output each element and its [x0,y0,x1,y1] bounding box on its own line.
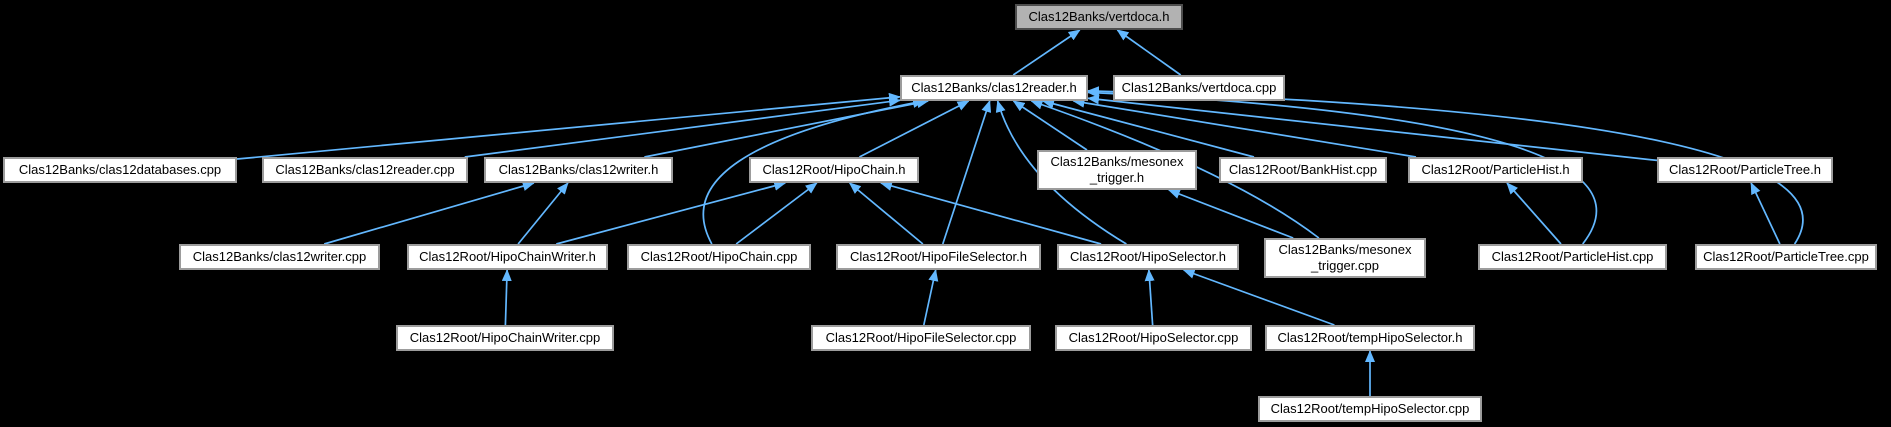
edge-particletree-cpp-to-particletree-h [1750,182,1781,245]
graph-node-hiposelector-h[interactable]: Clas12Root/HipoSelector.h [1057,244,1239,270]
graph-node-mesonex-trigger-cpp[interactable]: Clas12Banks/mesonex _trigger.cpp [1264,238,1426,278]
edge-hiposelector-h-to-hipochain-h [879,181,1102,245]
graph-node-clas12reader-h[interactable]: Clas12Banks/clas12reader.h [900,75,1088,101]
edge-clas12reader-h-to-vertdoca-h [1012,29,1081,76]
graph-node-hiposelector-cpp[interactable]: Clas12Root/HipoSelector.cpp [1055,325,1252,351]
graph-node-clas12reader-cpp[interactable]: Clas12Banks/clas12reader.cpp [262,157,468,183]
graph-node-temphiposelector-cpp[interactable]: Clas12Root/tempHipoSelector.cpp [1258,396,1482,422]
edge-mesonex-trigger-cpp-to-clas12reader-h [1030,99,1320,239]
edge-particletree-h-to-clas12reader-h [1087,94,1658,162]
graph-node-vertdoca-cpp[interactable]: Clas12Banks/vertdoca.cpp [1113,75,1285,101]
edge-particlehist-cpp-to-clas12reader-h [1087,87,1598,245]
edge-particlehist-h-to-clas12reader-h [1072,97,1417,158]
graph-node-mesonex-trigger-h[interactable]: Clas12Banks/mesonex _trigger.h [1037,150,1197,190]
edge-hipochainwriter-h-to-clas12writer-h [517,182,569,245]
edge-hipofileselector-cpp-to-hipofileselector-h [922,269,939,326]
edge-hipochain-cpp-to-hipochain-h [735,182,818,245]
graph-node-clas12databases-cpp[interactable]: Clas12Banks/clas12databases.cpp [3,157,237,183]
edge-hipochain-cpp-to-clas12reader-h [702,98,925,245]
graph-node-hipofileselector-cpp[interactable]: Clas12Root/HipoFileSelector.cpp [811,325,1031,351]
edge-hipochainwriter-cpp-to-hipochainwriter-h [501,269,512,326]
graph-node-particletree-h[interactable]: Clas12Root/ParticleTree.h [1657,157,1833,183]
edge-mesonex-trigger-cpp-to-mesonex-trigger-h [1167,189,1294,239]
graph-node-bankhist-cpp[interactable]: Clas12Root/BankHist.cpp [1219,157,1387,183]
edge-particletree-cpp-to-clas12reader-h [1087,86,1804,245]
graph-node-particlehist-h[interactable]: Clas12Root/ParticleHist.h [1408,157,1583,183]
edge-temphiposelector-h-to-hiposelector-h [1182,269,1335,326]
graph-node-particlehist-cpp[interactable]: Clas12Root/ParticleHist.cpp [1478,244,1667,270]
edge-clas12writer-cpp-to-clas12writer-h [323,181,535,245]
graph-node-vertdoca-h[interactable]: Clas12Banks/vertdoca.h [1015,4,1183,30]
edge-mesonex-trigger-h-to-clas12reader-h [1012,100,1088,151]
edge-bankhist-cpp-to-clas12reader-h [1042,98,1255,158]
graph-node-clas12writer-h[interactable]: Clas12Banks/clas12writer.h [484,157,673,183]
graph-node-hipofileselector-h[interactable]: Clas12Root/HipoFileSelector.h [836,244,1041,270]
edge-clas12reader-cpp-to-clas12reader-h [464,96,901,158]
edge-hiposelector-cpp-to-hiposelector-h [1144,269,1155,326]
edge-particlehist-cpp-to-particlehist-h [1506,182,1562,245]
graph-node-hipochainwriter-h[interactable]: Clas12Root/HipoChainWriter.h [407,244,608,270]
graph-node-particletree-cpp[interactable]: Clas12Root/ParticleTree.cpp [1695,244,1877,270]
edge-hipofileselector-h-to-hipochain-h [848,182,924,245]
graph-node-clas12writer-cpp[interactable]: Clas12Banks/clas12writer.cpp [179,244,380,270]
graph-node-hipochain-cpp[interactable]: Clas12Root/HipoChain.cpp [627,244,811,270]
edge-clas12databases-cpp-to-clas12reader-h [236,92,901,160]
graph-node-hipochain-h[interactable]: Clas12Root/HipoChain.h [749,157,919,183]
graph-node-hipochainwriter-cpp[interactable]: Clas12Root/HipoChainWriter.cpp [396,325,614,351]
graph-node-temphiposelector-h[interactable]: Clas12Root/tempHipoSelector.h [1265,325,1475,351]
edge-vertdoca-cpp-to-vertdoca-h [1116,29,1182,76]
edge-hipochainwriter-h-to-hipochain-h [556,181,787,245]
edge-hipofileselector-h-to-clas12reader-h [941,100,992,245]
edge-hipochain-h-to-clas12reader-h [858,100,970,158]
